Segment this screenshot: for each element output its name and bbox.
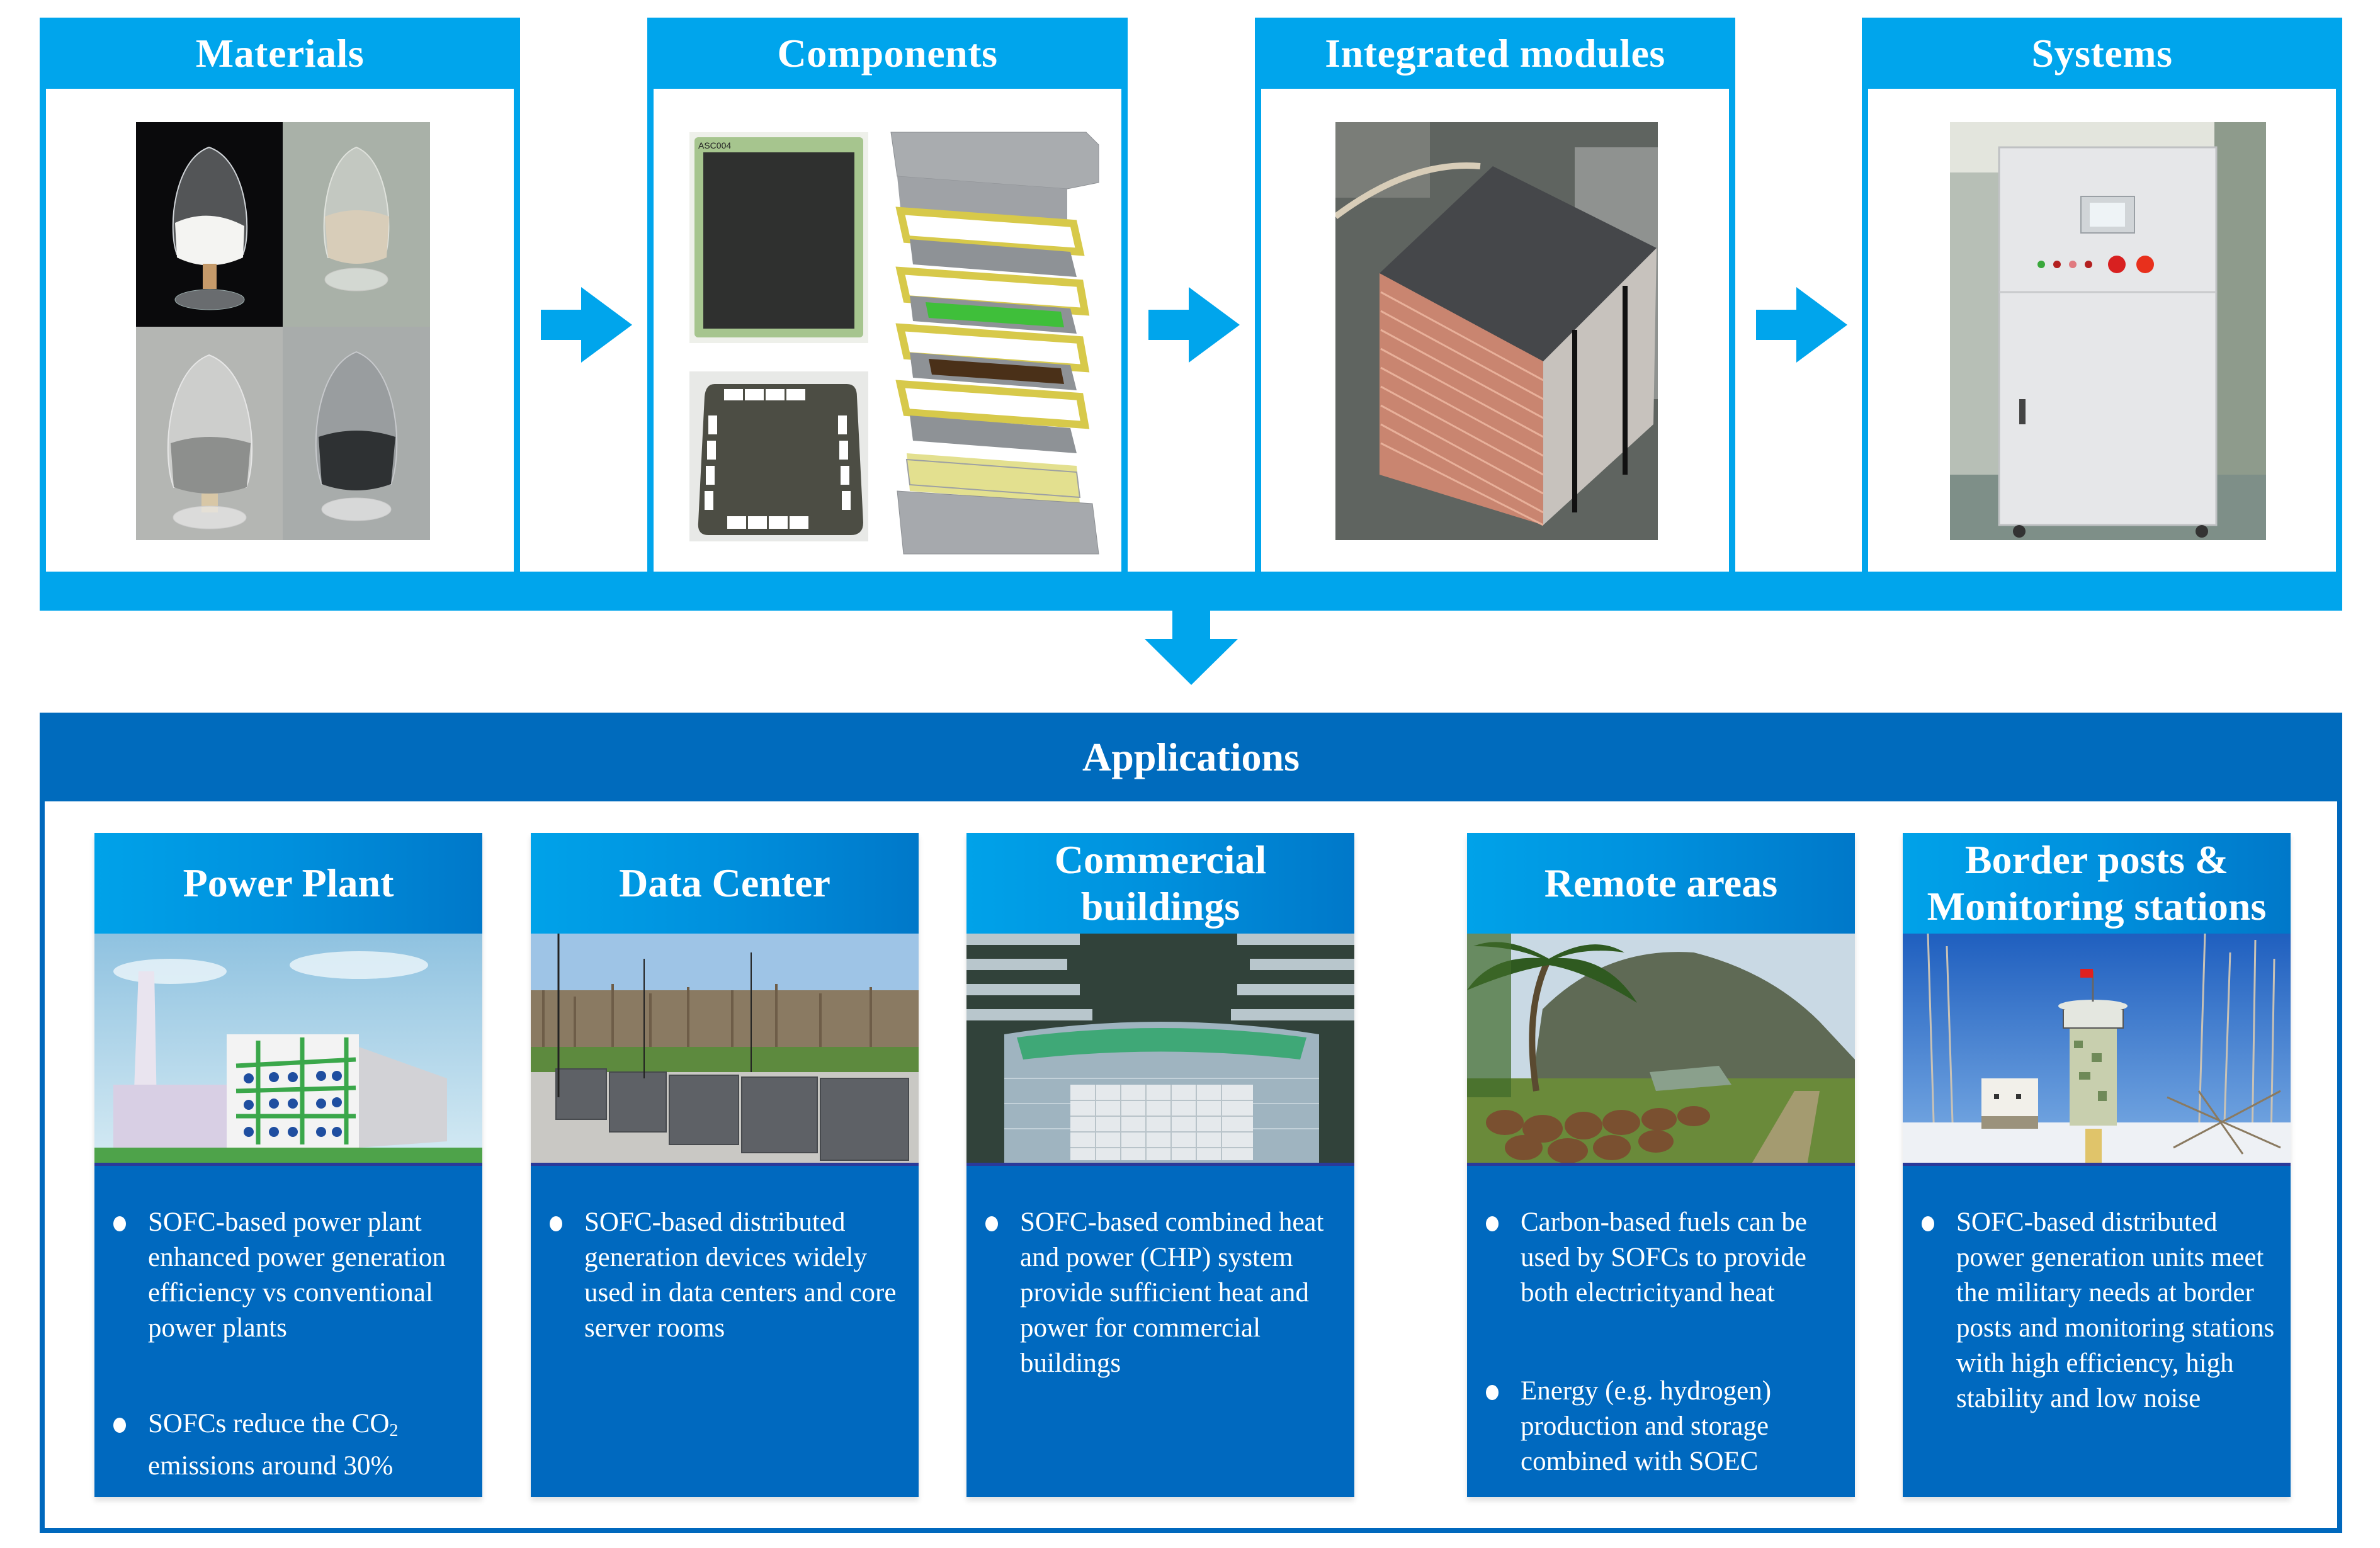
components-photo: ASC004 (689, 120, 1124, 560)
application-card-commercial-buildings: Commercial buildings (966, 833, 1354, 1497)
arrow-right-icon (1148, 287, 1240, 363)
integrated-module-photo (1334, 122, 1658, 540)
remote-areas-image (1467, 934, 1855, 1166)
application-card-power-plant: Power Plant SOFC-based p (94, 833, 482, 1497)
border-post-image (1903, 934, 2291, 1166)
subscript-2: 2 (389, 1421, 399, 1440)
bullet-dot-icon (113, 1418, 126, 1433)
card-body: SOFC-based combined heat and power (CHP)… (966, 1166, 1354, 1497)
bullet-item: SOFC-based distributed generation device… (531, 1205, 912, 1346)
stage-title: Integrated modules (1325, 30, 1665, 76)
bullet-item: SOFC-based distributed power generation … (1903, 1205, 2284, 1416)
card-body: SOFC-based distributed power generation … (1903, 1166, 2291, 1497)
card-title-line: Monitoring stations (1927, 884, 2267, 929)
card-title: Remote areas (1467, 833, 1855, 934)
bullet-text: SOFCs reduce the CO (148, 1409, 390, 1438)
card-title-line: Commercial (1054, 837, 1267, 882)
applications-title: Applications (40, 713, 2342, 801)
plate-label: ASC004 (698, 140, 731, 150)
card-body: SOFC-based distributed generation device… (531, 1166, 919, 1497)
bullet-text: SOFC-based distributed power generation … (1956, 1207, 2275, 1413)
materials-photo (136, 122, 430, 540)
pipeline-base-band (40, 572, 2342, 611)
system-cabinet-icon (1950, 122, 2266, 540)
bullet-text: SOFC-based combined heat and power (CHP)… (1020, 1207, 1324, 1378)
card-title-text: Power Plant (183, 861, 394, 905)
power-plant-icon (94, 934, 482, 1163)
system-cabinet-photo (1950, 122, 2266, 540)
bullet-text: Energy (e.g. hydrogen) production and st… (1521, 1376, 1772, 1476)
remote-village-icon (1467, 934, 1855, 1163)
bullet-dot-icon (550, 1216, 562, 1231)
bullet-text: SOFC-based distributed generation device… (584, 1207, 897, 1343)
card-title: Data Center (531, 833, 919, 934)
bullet-item: SOFC-based power plant enhanced power ge… (94, 1205, 476, 1346)
powder-bottles-icon (136, 122, 430, 540)
arrow-right-icon (541, 287, 632, 363)
data-center-image (531, 934, 919, 1166)
stage-systems: Systems (1862, 18, 2342, 572)
card-title-text: Border posts & Monitoring stations (1927, 837, 2267, 930)
watchtower-icon (1903, 934, 2291, 1163)
stage-title: Systems (2031, 30, 2173, 76)
bullet-dot-icon (1486, 1216, 1499, 1231)
card-title: Power Plant (94, 833, 482, 934)
stage-title: Components (777, 30, 998, 76)
stage-components: Components ASC004 (647, 18, 1128, 572)
bullet-item: Energy (e.g. hydrogen) production and st… (1467, 1374, 1849, 1479)
commercial-building-image (966, 934, 1354, 1166)
commercial-building-icon (966, 934, 1354, 1163)
card-title-text: Remote areas (1544, 861, 1778, 905)
bullet-text-cont: emissions around 30% (148, 1451, 394, 1481)
card-body: SOFC-based power plant enhanced power ge… (94, 1166, 482, 1497)
cell-stack-diagram-icon: ASC004 (689, 132, 1099, 555)
stage-title: Materials (195, 30, 365, 76)
bullet-text: SOFC-based power plant enhanced power ge… (148, 1207, 446, 1343)
stage-integrated-modules: Integrated modules (1255, 18, 1735, 572)
card-body: Carbon-based fuels can be used by SOFCs … (1467, 1166, 1855, 1497)
bullet-dot-icon (1486, 1385, 1499, 1400)
data-center-icon (531, 934, 919, 1163)
bullet-dot-icon (113, 1216, 126, 1231)
card-title-text: Data Center (619, 861, 830, 905)
bullet-dot-icon (985, 1216, 998, 1231)
application-card-border-posts: Border posts & Monitoring stations (1903, 833, 2291, 1497)
bullet-text: Carbon-based fuels can be used by SOFCs … (1521, 1207, 1807, 1308)
arrow-right-icon (1756, 287, 1847, 363)
power-plant-image (94, 934, 482, 1166)
arrow-down-icon (1145, 609, 1238, 685)
card-title: Border posts & Monitoring stations (1903, 833, 2291, 934)
application-card-remote-areas: Remote areas Carbon-based fuels can be (1467, 833, 1855, 1497)
bullet-item: SOFC-based combined heat and power (CHP)… (966, 1205, 1348, 1381)
stack-module-icon (1334, 122, 1658, 540)
card-title: Commercial buildings (966, 833, 1354, 934)
card-title-line: Border posts & (1964, 837, 2229, 882)
application-card-data-center: Data Center SOFC-based distributed gener… (531, 833, 919, 1497)
card-title-text: Commercial buildings (1055, 837, 1266, 930)
bullet-item: SOFCs reduce the CO2 emissions around 30… (94, 1406, 476, 1484)
bullet-dot-icon (1922, 1216, 1934, 1231)
card-title-line: buildings (1080, 884, 1240, 929)
bullet-item: Carbon-based fuels can be used by SOFCs … (1467, 1205, 1849, 1311)
stage-materials: Materials (40, 18, 520, 572)
